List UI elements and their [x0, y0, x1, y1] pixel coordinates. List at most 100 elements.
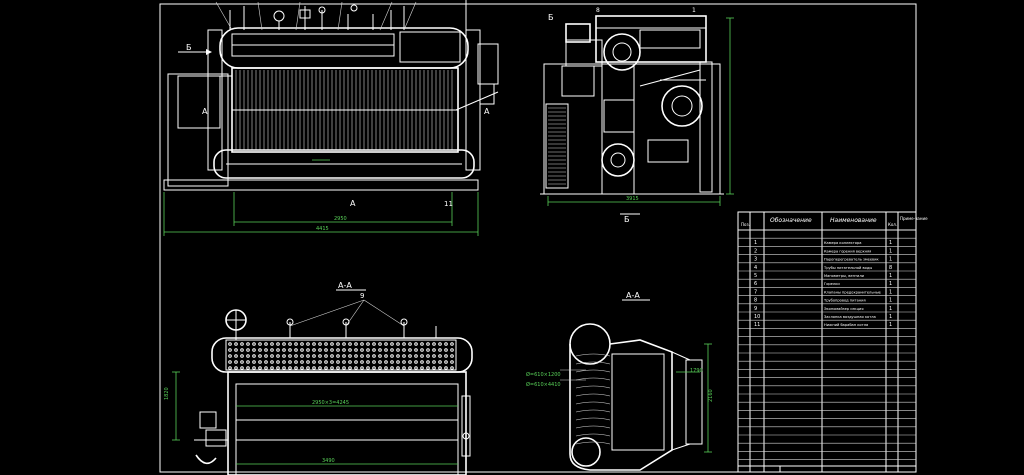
- section-aa-view: А-А 9: [164, 281, 473, 475]
- tube-end: [438, 366, 442, 370]
- tube-end: [348, 342, 352, 346]
- row-qty: 1: [889, 248, 892, 254]
- row-qty: 1: [889, 257, 892, 263]
- tube-end: [288, 360, 292, 364]
- tube-end: [444, 348, 448, 352]
- side-callout-1: 1: [692, 7, 696, 14]
- tube-end: [276, 354, 280, 358]
- row-qty: 1: [889, 240, 892, 246]
- tube-end: [276, 342, 280, 346]
- tube-end: [444, 360, 448, 364]
- tube-end: [360, 360, 364, 364]
- tube-end: [294, 354, 298, 358]
- col-qty-header: Кол.: [888, 222, 897, 227]
- row-name: Экономайзер секция: [824, 307, 864, 311]
- row-name: Пароперегреватель змеевик: [824, 258, 879, 262]
- tube-end: [246, 342, 250, 346]
- tube-end: [300, 342, 304, 346]
- dim-dia-top: Ø=610×1200: [526, 371, 561, 378]
- col-note-header: Приме-чание: [900, 216, 928, 221]
- tube-end: [306, 342, 310, 346]
- tube-end: [378, 366, 382, 370]
- section-aa-title: А-А: [338, 281, 352, 290]
- tube-end: [402, 348, 406, 352]
- tube-end: [432, 366, 436, 370]
- tube-end: [354, 342, 358, 346]
- tube-end: [438, 360, 442, 364]
- tube-end: [408, 360, 412, 364]
- col-designation-header: Обозначение: [770, 217, 812, 224]
- tube-end: [324, 366, 328, 370]
- tube-end: [336, 342, 340, 346]
- tube-end: [234, 354, 238, 358]
- tube-end: [252, 348, 256, 352]
- curved-tube: [575, 441, 611, 445]
- row-qty: 1: [889, 298, 892, 304]
- table-row: 3 Пароперегреватель змеевик 1: [754, 257, 892, 263]
- tube-end: [252, 342, 256, 346]
- tube-end: [246, 360, 250, 364]
- dim-right-width: 1790: [690, 368, 703, 374]
- tube-end: [420, 360, 424, 364]
- tube-end: [396, 360, 400, 364]
- tube-end: [312, 348, 316, 352]
- tube-end: [330, 354, 334, 358]
- tube-end: [378, 342, 382, 346]
- tube-end: [354, 354, 358, 358]
- dim-dia-bottom: Ø=610×4410: [526, 381, 561, 388]
- callout-11: 11: [444, 200, 453, 208]
- tube-end: [300, 354, 304, 358]
- tube-end: [324, 348, 328, 352]
- row-pos: 10: [754, 314, 760, 320]
- section-aa-small-view: А-А Ø=610×1200 Ø=610×4410 1790 2160: [526, 291, 714, 471]
- row-pos: 2: [754, 248, 757, 254]
- tube-end: [372, 360, 376, 364]
- tube-end: [432, 354, 436, 358]
- tube-end: [420, 366, 424, 370]
- tube-end: [258, 366, 262, 370]
- tube-end: [432, 342, 436, 346]
- side-view-bottom-label: Б: [624, 215, 630, 224]
- tube-end: [450, 348, 454, 352]
- tube-end: [402, 366, 406, 370]
- table-row-lines: [738, 229, 916, 460]
- tube-end: [330, 342, 334, 346]
- tube-end: [378, 360, 382, 364]
- tube-end: [228, 348, 232, 352]
- row-pos: 8: [754, 298, 757, 304]
- tube-end: [366, 360, 370, 364]
- curved-tube: [575, 369, 611, 373]
- tube-end: [306, 348, 310, 352]
- tube-end: [396, 348, 400, 352]
- tube-end: [300, 366, 304, 370]
- tube-end: [318, 354, 322, 358]
- section-callout-9: 9: [360, 292, 364, 300]
- tube-end: [402, 342, 406, 346]
- row-name: Нижний барабан котла: [824, 323, 868, 327]
- tube-end: [318, 366, 322, 370]
- tube-end: [342, 342, 346, 346]
- tube-end: [384, 354, 388, 358]
- tube-end: [264, 366, 268, 370]
- tube-end: [372, 354, 376, 358]
- tube-end: [312, 342, 316, 346]
- tube-end: [372, 342, 376, 346]
- tube-end: [444, 354, 448, 358]
- dim-right-height: 2160: [708, 389, 714, 402]
- tube-end: [324, 354, 328, 358]
- tube-end: [366, 342, 370, 346]
- tube-end: [438, 354, 442, 358]
- tube-end: [390, 342, 394, 346]
- tube-end: [258, 354, 262, 358]
- tube-end: [282, 360, 286, 364]
- row-pos: 3: [754, 257, 757, 263]
- row-qty: 1: [889, 314, 892, 320]
- tube-end: [282, 342, 286, 346]
- tube-end: [234, 342, 238, 346]
- tube-end: [228, 354, 232, 358]
